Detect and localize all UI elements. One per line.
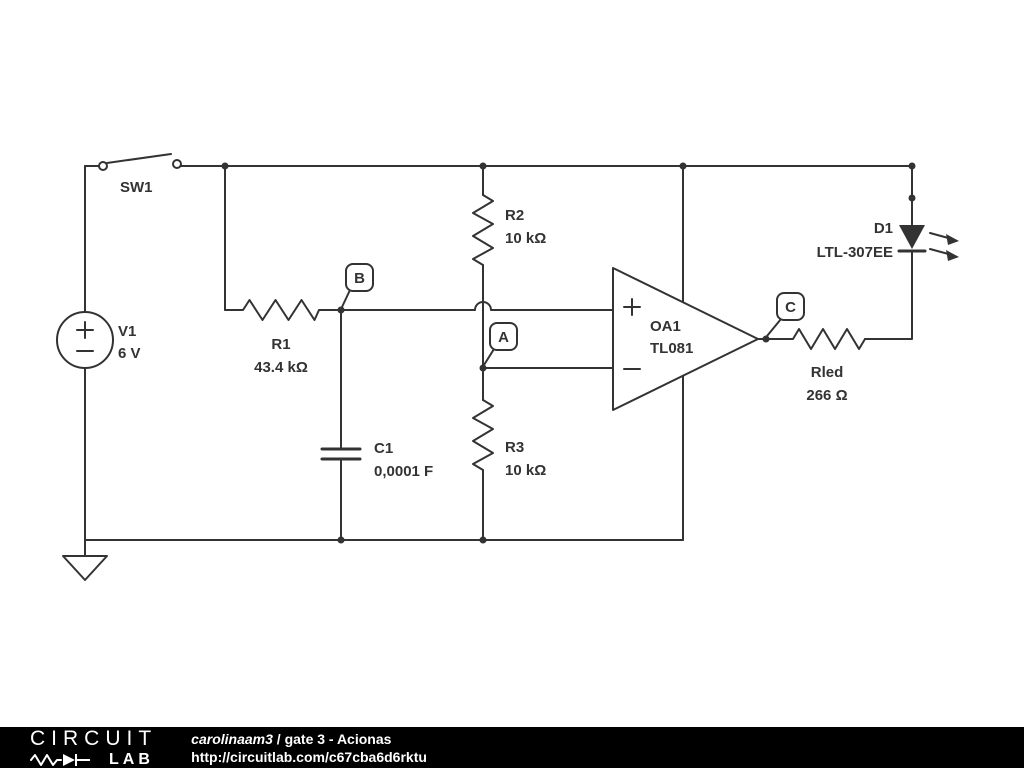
r2-name-label: R2 <box>505 207 524 224</box>
plus-sign <box>76 321 94 339</box>
wire-segment-with-hop <box>340 301 614 311</box>
resistor-r1: R1 43.4 kΩ <box>224 299 342 376</box>
footer-bar: CIRCUIT LAB carolinaam3 / gate 3 - Acion… <box>0 727 1024 768</box>
rled-name-label: Rled <box>811 364 844 381</box>
capacitor-plates <box>320 447 362 461</box>
logo-circuit-text: CIRCUIT <box>30 726 158 750</box>
junction-dot <box>479 162 487 170</box>
logo-bottom-row: LAB <box>30 750 157 768</box>
voltage-source-v1: V1 6 V <box>56 311 141 369</box>
led-triangle <box>899 225 925 249</box>
switch-terminal <box>98 161 108 171</box>
opamp-plus-input-sign <box>623 298 641 316</box>
node-flag-pointer <box>341 289 351 308</box>
switch-lever <box>106 153 172 164</box>
ground-symbol <box>62 539 108 581</box>
r2-value-label: 10 kΩ <box>505 230 546 247</box>
node-b-label: B <box>354 270 365 287</box>
v1-value-label: 6 V <box>118 345 141 362</box>
circuit-title: gate 3 - Acionas <box>284 730 392 747</box>
c1-name-label: C1 <box>374 440 393 457</box>
logo-lab-text: LAB <box>109 750 154 768</box>
node-flag-box <box>776 292 805 321</box>
r3-name-label: R3 <box>505 439 524 456</box>
node-flag-box <box>489 322 518 351</box>
junction-dot <box>908 194 916 202</box>
source-circle <box>56 311 114 369</box>
node-flag-c: C <box>766 292 805 337</box>
node-a-label: A <box>498 329 509 346</box>
circuit-meta: carolinaam3 / gate 3 - Acionas http://ci… <box>191 730 427 766</box>
d1-value-label: LTL-307EE <box>817 244 893 261</box>
rled-value-label: 266 Ω <box>806 387 847 404</box>
junction-dot <box>479 364 487 372</box>
sw1-label: SW1 <box>120 179 153 196</box>
resistor-zigzag <box>224 299 342 321</box>
junction-dot <box>337 306 345 314</box>
author-name: carolinaam3 <box>191 730 273 747</box>
junction-dots <box>221 162 916 544</box>
junction-dot <box>908 162 916 170</box>
led-light-arrowhead <box>946 250 959 261</box>
resistor-zigzag <box>472 194 494 266</box>
node-flag-pointer <box>766 318 782 337</box>
resistor-r3: R3 10 kΩ <box>472 399 546 479</box>
byline-separator: / <box>272 730 285 747</box>
r3-value-label: 10 kΩ <box>505 462 546 479</box>
node-c-label: C <box>785 299 796 316</box>
switch-sw1: SW1 <box>98 153 182 196</box>
oa1-value-label: TL081 <box>650 340 693 357</box>
logo-resistor-diode-icon <box>30 753 90 766</box>
circuit-diagram: SW1 V1 6 V R1 43.4 kΩ R2 10 kΩ <box>56 153 959 581</box>
junction-dot <box>679 162 687 170</box>
resistor-rled: Rled 266 Ω <box>765 328 866 404</box>
switch-terminal <box>172 159 182 169</box>
junction-dot <box>479 536 487 544</box>
r1-value-label: 43.4 kΩ <box>254 359 308 376</box>
resistor-zigzag <box>472 399 494 471</box>
node-flag-b: B <box>341 263 374 308</box>
junction-dot <box>762 335 770 343</box>
led-d1: D1 LTL-307EE <box>817 220 959 261</box>
capacitor-c1: C1 0,0001 F <box>320 440 433 480</box>
oa1-name-label: OA1 <box>650 318 681 335</box>
r1-name-label: R1 <box>271 336 290 353</box>
circuit-url: http://circuitlab.com/c67cba6d6rktu <box>191 748 427 765</box>
resistor-zigzag <box>765 328 866 350</box>
junction-dot <box>337 536 345 544</box>
v1-name-label: V1 <box>118 323 136 340</box>
opamp-oa1: OA1 TL081 <box>612 267 759 411</box>
d1-name-label: D1 <box>874 220 893 237</box>
wire-segment <box>864 250 913 340</box>
led-light-arrowhead <box>946 234 959 245</box>
wires <box>84 165 913 541</box>
node-flag-a: A <box>483 322 518 366</box>
junction-dot <box>221 162 229 170</box>
c1-value-label: 0,0001 F <box>374 463 433 480</box>
node-flag-box <box>345 263 374 292</box>
circuit-byline: carolinaam3 / gate 3 - Acionas <box>191 730 427 748</box>
ground-triangle <box>62 555 108 581</box>
opamp-triangle <box>612 267 759 411</box>
circuitlab-logo: CIRCUIT LAB <box>30 728 157 768</box>
node-flag-pointer <box>483 348 495 366</box>
resistor-r2: R2 10 kΩ <box>472 194 546 266</box>
